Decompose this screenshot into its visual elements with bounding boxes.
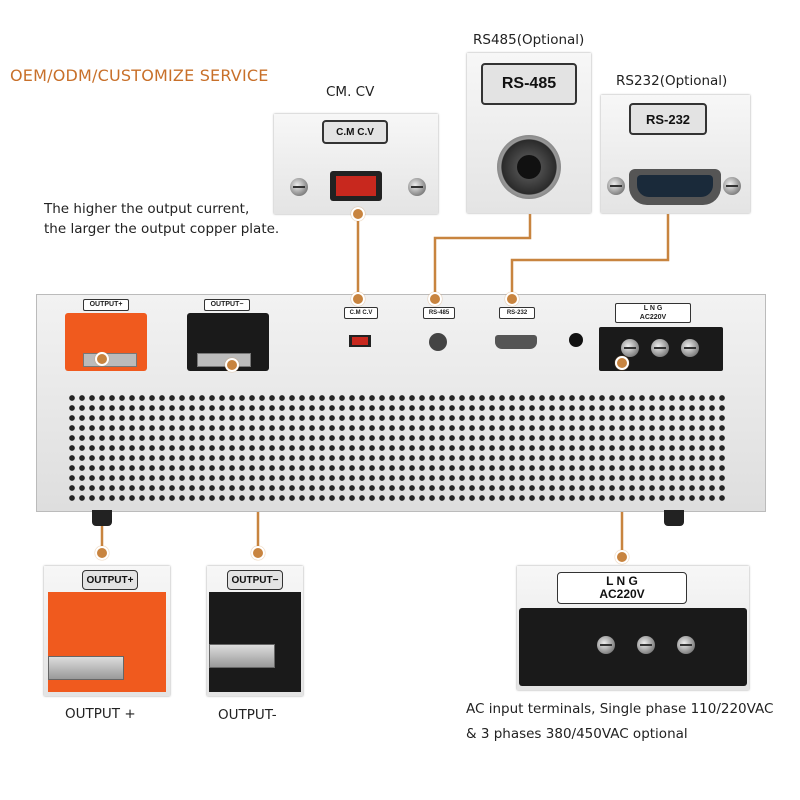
ac-caption-line1: AC input terminals, Single phase 110/220…	[466, 701, 774, 717]
screw-icon	[408, 178, 426, 196]
panel-cmcv-label: C.M C.V	[344, 307, 378, 319]
aviation-connector-icon[interactable]	[497, 135, 561, 199]
cmcv-title: CM. CV	[326, 84, 375, 100]
screw-icon	[651, 339, 669, 357]
panel-output-minus-label: OUTPUT−	[204, 299, 250, 311]
rs232-inset: RS-232	[601, 95, 750, 213]
output-minus-caption: OUTPUT-	[218, 707, 277, 723]
screw-icon	[607, 177, 625, 195]
panel-rs485-label: RS-485	[423, 307, 455, 319]
switch-rocker-icon	[336, 176, 376, 196]
screw-icon	[637, 636, 655, 654]
panel-rs232-connector[interactable]	[495, 335, 537, 349]
callout-dot	[505, 292, 519, 306]
output-plus-label: OUTPUT+	[82, 570, 138, 590]
callout-dot	[95, 352, 109, 366]
rs485-label: RS-485	[481, 63, 577, 105]
foot	[92, 510, 112, 526]
panel-rs232-label: RS-232	[499, 307, 535, 319]
foot	[664, 510, 684, 526]
rs485-title: RS485(Optional)	[473, 32, 585, 48]
rs232-title: RS232(Optional)	[616, 73, 728, 89]
ac-terminal-inset: L N G AC220V	[517, 566, 749, 690]
lng-text: L N G	[606, 574, 638, 588]
copper-note-line1: The higher the output current,	[44, 201, 250, 217]
screw-icon	[677, 636, 695, 654]
cmcv-inset: C.M C.V	[274, 114, 438, 214]
output-minus-terminal-zoom	[209, 592, 301, 692]
ventilation-grille	[67, 393, 727, 501]
cmcv-switch-label: C.M C.V	[322, 120, 388, 144]
output-minus-label: OUTPUT−	[227, 570, 283, 590]
callout-dot	[615, 356, 629, 370]
output-plus-inset: OUTPUT+	[44, 566, 170, 696]
screw-icon	[681, 339, 699, 357]
copper-note-line2: the larger the output copper plate.	[44, 221, 280, 237]
rs485-inset: RS-485	[467, 53, 591, 213]
panel-button[interactable]	[569, 333, 583, 347]
panel-output-plus-label: OUTPUT+	[83, 299, 129, 311]
rs232-label: RS-232	[629, 103, 707, 135]
callout-dot	[225, 358, 239, 372]
screw-icon	[621, 339, 639, 357]
output-plus-caption: OUTPUT +	[65, 706, 136, 722]
screw-icon	[597, 636, 615, 654]
ac-terminal-label: L N G AC220V	[557, 572, 687, 604]
callout-dot	[95, 546, 109, 560]
service-title: OEM/ODM/CUSTOMIZE SERVICE	[10, 66, 269, 85]
ac-caption-line2: & 3 phases 380/450VAC optional	[466, 726, 688, 742]
panel-rs485-connector[interactable]	[429, 333, 447, 351]
callout-dot	[351, 207, 365, 221]
screw-icon	[723, 177, 741, 195]
power-supply-front-panel: OUTPUT+ OUTPUT− C.M C.V RS-485 RS-232 L …	[36, 294, 766, 512]
callout-dot	[351, 292, 365, 306]
screw-icon	[290, 178, 308, 196]
ac-terminal-block-zoom	[519, 608, 747, 686]
db9-connector-icon[interactable]	[629, 169, 721, 205]
panel-cmcv-switch[interactable]	[349, 335, 371, 347]
output-minus-inset: OUTPUT−	[207, 566, 303, 696]
cmcv-switch[interactable]	[330, 171, 382, 201]
callout-dot	[615, 550, 629, 564]
ac-voltage-text: AC220V	[599, 587, 645, 601]
output-plus-terminal-zoom	[48, 592, 166, 692]
callout-dot	[251, 546, 265, 560]
callout-dot	[428, 292, 442, 306]
